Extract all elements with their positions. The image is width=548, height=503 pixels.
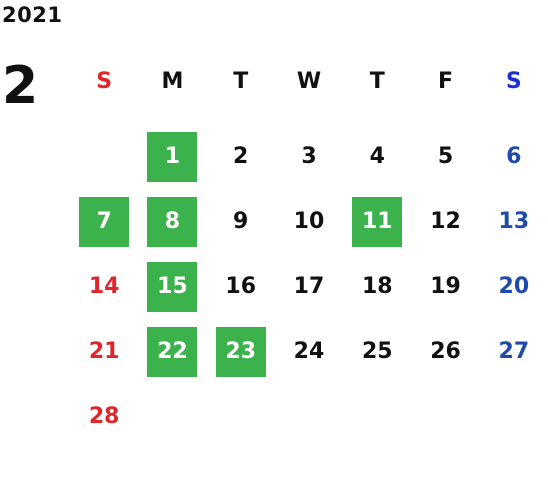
day-number: 19 — [430, 274, 461, 299]
day-number: 18 — [361, 274, 393, 299]
day-cell: 28 — [70, 384, 138, 449]
day-number — [352, 392, 402, 442]
weekday-wed: W — [296, 68, 322, 94]
day-cell: 12 — [411, 189, 479, 254]
day-cell: 14 — [70, 254, 138, 319]
day-cell: 9 — [207, 189, 275, 254]
day-cell: 25 — [343, 319, 411, 384]
day-cell — [138, 384, 206, 449]
day-number: 28 — [88, 404, 120, 429]
day-number: 2 — [233, 144, 249, 169]
week-row: 28 — [70, 384, 548, 449]
day-cell — [480, 384, 548, 449]
day-number: 25 — [361, 339, 393, 364]
day-cell — [343, 384, 411, 449]
day-cell: 3 — [275, 124, 343, 189]
month-label: 2 — [2, 56, 39, 116]
weekday-fri: F — [438, 68, 454, 94]
day-cell: 23 — [207, 319, 275, 384]
weekday-header-row: S M T W T F S — [70, 58, 548, 104]
day-cell: 4 — [343, 124, 411, 189]
day-cell: 2 — [207, 124, 275, 189]
day-cell: 10 — [275, 189, 343, 254]
day-cell: 11 — [343, 189, 411, 254]
day-number: 16 — [225, 274, 257, 299]
day-cell — [207, 384, 275, 449]
day-number: 20 — [498, 274, 530, 299]
day-number — [284, 392, 334, 442]
day-cell: 22 — [138, 319, 206, 384]
day-number: 27 — [498, 339, 530, 364]
day-cell: 20 — [480, 254, 548, 319]
day-number: 12 — [430, 209, 461, 234]
day-number — [216, 392, 266, 442]
day-cell: 13 — [480, 189, 548, 254]
weekday-sun: S — [96, 68, 113, 94]
day-number: 4 — [369, 144, 385, 169]
day-number: 10 — [293, 209, 325, 234]
day-number: 9 — [233, 209, 249, 234]
day-cell: 7 — [70, 189, 138, 254]
day-number: 26 — [430, 339, 461, 364]
day-cell: 15 — [138, 254, 206, 319]
week-row: 14 15 16 17 18 19 20 — [70, 254, 548, 319]
day-cell: 21 — [70, 319, 138, 384]
day-number: 24 — [293, 339, 325, 364]
day-cell: 27 — [480, 319, 548, 384]
day-cell: 19 — [411, 254, 479, 319]
day-number: 14 — [88, 274, 120, 299]
weekday-tue: T — [233, 68, 249, 94]
day-cell: 17 — [275, 254, 343, 319]
day-cell: 24 — [275, 319, 343, 384]
day-number: 21 — [88, 339, 120, 364]
day-cell — [275, 384, 343, 449]
day-number — [147, 392, 197, 442]
highlighted-day: 8 — [147, 196, 198, 247]
year-label: 2021 — [2, 3, 63, 27]
highlighted-day: 22 — [147, 326, 198, 377]
day-cell: 8 — [138, 189, 206, 254]
day-number: 17 — [293, 274, 325, 299]
day-number: 6 — [506, 144, 522, 169]
day-number: 13 — [498, 209, 530, 234]
week-row: 1 2 3 4 5 6 — [70, 124, 548, 189]
highlighted-day: 1 — [147, 131, 198, 182]
day-number — [489, 392, 539, 442]
weekday-thu: T — [369, 68, 385, 94]
day-number: 3 — [301, 144, 317, 169]
highlighted-day: 15 — [147, 261, 198, 312]
weekday-sat: S — [505, 68, 522, 94]
day-cell: 1 — [138, 124, 206, 189]
day-number — [79, 132, 129, 182]
weekday-mon: M — [161, 68, 184, 94]
day-cell: 26 — [411, 319, 479, 384]
week-row: 21 22 23 24 25 26 27 — [70, 319, 548, 384]
day-cell: 16 — [207, 254, 275, 319]
day-cell — [411, 384, 479, 449]
highlighted-day: 23 — [215, 326, 266, 377]
day-cell: 5 — [411, 124, 479, 189]
day-number — [421, 392, 471, 442]
day-cell — [70, 124, 138, 189]
day-cell: 6 — [480, 124, 548, 189]
day-cell: 18 — [343, 254, 411, 319]
day-number: 5 — [437, 144, 454, 169]
highlighted-day: 11 — [352, 196, 403, 247]
highlighted-day: 7 — [79, 196, 130, 247]
